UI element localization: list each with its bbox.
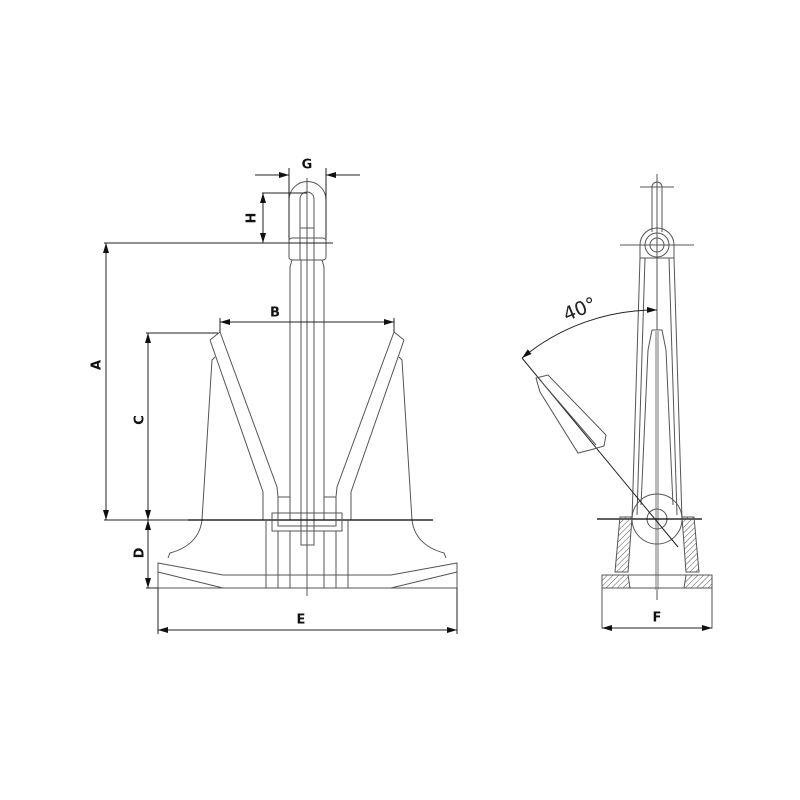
hub-top xyxy=(277,496,337,520)
side-shackle xyxy=(651,181,663,232)
angle-arc xyxy=(521,306,658,359)
dim-label-c: C xyxy=(133,415,148,425)
swung-fluke xyxy=(535,374,607,454)
right-fluke xyxy=(335,331,405,520)
shank-outer xyxy=(289,259,325,520)
dim-E: E xyxy=(157,588,458,634)
dim-F: F xyxy=(602,611,712,631)
base-bevel xyxy=(157,571,458,589)
side-rod xyxy=(655,330,659,590)
angle-label: 40° xyxy=(560,293,599,326)
shank-inner xyxy=(300,260,315,546)
dim-label-d: D xyxy=(133,547,148,558)
dim-A: A xyxy=(90,242,333,521)
hub-nut-inner xyxy=(277,512,337,527)
side-arms xyxy=(631,257,683,521)
left-fluke xyxy=(209,331,279,520)
dim-label-e: E xyxy=(297,613,306,628)
side-view: 40° F xyxy=(521,174,713,631)
left-hatched-block xyxy=(614,516,633,573)
dim-label-a: A xyxy=(90,360,105,370)
dim-B: B xyxy=(219,306,395,332)
hub-lines xyxy=(265,520,349,588)
front-view: G H A B C D xyxy=(90,158,458,634)
dim-label-f: F xyxy=(653,611,662,626)
shank-top xyxy=(299,227,315,261)
right-hatched-block xyxy=(681,516,700,573)
body-left xyxy=(167,356,216,559)
dim-label-h: H xyxy=(245,213,260,224)
dim-label-g: G xyxy=(302,158,313,173)
dim-H: H xyxy=(245,192,307,243)
dim-G: G xyxy=(255,158,360,238)
shackle-outer xyxy=(288,181,327,252)
side-eye xyxy=(639,227,675,259)
dim-label-b: B xyxy=(270,306,280,321)
shackle-inner xyxy=(299,191,315,228)
dim-D: D xyxy=(133,520,158,589)
body-right xyxy=(398,356,447,559)
dim-C: C xyxy=(133,332,218,520)
